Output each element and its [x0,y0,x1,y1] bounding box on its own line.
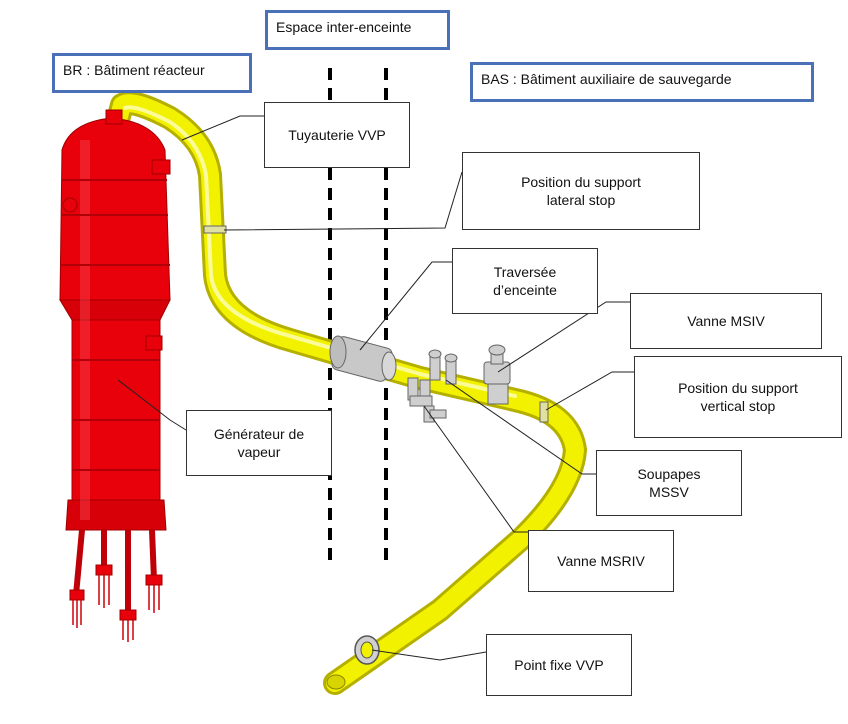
leader-point-fixe [371,649,487,661]
sg-support-legs [73,529,157,615]
zone-batiment-auxiliaire: BAS : Bâtiment auxiliaire de sauvegarde [470,62,814,102]
steam-pipe [109,94,584,692]
label-tuyauterie-vvp: Tuyauterie VVP [264,102,410,168]
label-generateur-vapeur-text: Générateur de vapeur [213,426,305,460]
label-vertical-stop: Position du support vertical stop [634,356,842,438]
sg-upper-shell [59,117,171,301]
label-point-fixe-vvp-text: Point fixe VVP [514,657,604,673]
msriv-valve [409,395,447,423]
label-soupapes-mssv-text: Soupapes MSSV [637,466,701,500]
sg-channel-head [65,499,167,531]
leader-mssv [445,379,596,475]
leader-lateral-stop [223,171,463,231]
leader-lines [117,115,634,661]
steam-generator [59,109,171,642]
msiv-valve [483,344,511,405]
label-vanne-msriv: Vanne MSRIV [528,530,674,592]
label-vertical-stop-text: Position du support vertical stop [678,380,798,414]
label-tuyauterie-vvp-text: Tuyauterie VVP [288,127,386,143]
leader-vertical-stop [545,371,634,411]
vertical-stop-clamp [539,401,549,423]
steam-pipe-highlight [123,105,517,398]
label-lateral-stop: Position du support lateral stop [462,152,700,230]
lateral-stop-clamp [203,225,227,234]
zone-espace-inter-enceinte: Espace inter-enceinte [265,10,450,50]
sg-outlet-nozzle [105,109,123,125]
label-generateur-vapeur: Générateur de vapeur [186,410,332,476]
label-traversee-enceinte-text: Traversée d’enceinte [493,264,557,298]
label-vanne-msiv-text: Vanne MSIV [687,313,765,329]
label-soupapes-mssv: Soupapes MSSV [596,450,742,516]
label-vanne-msiv: Vanne MSIV [630,293,822,349]
leader-tuyauterie [181,115,264,141]
leader-msriv [423,405,528,533]
leader-msiv [497,301,630,373]
fixed-point-flange-inner [360,641,374,659]
containment-penetration [329,335,397,382]
label-point-fixe-vvp: Point fixe VVP [486,634,632,696]
leader-traversee [359,261,452,351]
leader-generateur [117,379,187,431]
label-vanne-msriv-text: Vanne MSRIV [557,553,645,569]
sg-transition-cone [59,299,171,321]
label-traversee-enceinte: Traversée d’enceinte [452,248,598,314]
sg-nozzle-3 [145,335,163,351]
zone-batiment-reacteur: BR : Bâtiment réacteur [52,53,252,93]
sg-highlight [80,140,90,520]
steam-pipe-end [326,674,346,690]
steam-piping [106,91,587,695]
label-lateral-stop-text: Position du support lateral stop [521,174,641,208]
sg-nozzle-1 [62,197,78,213]
sg-nozzle-2 [151,159,171,175]
